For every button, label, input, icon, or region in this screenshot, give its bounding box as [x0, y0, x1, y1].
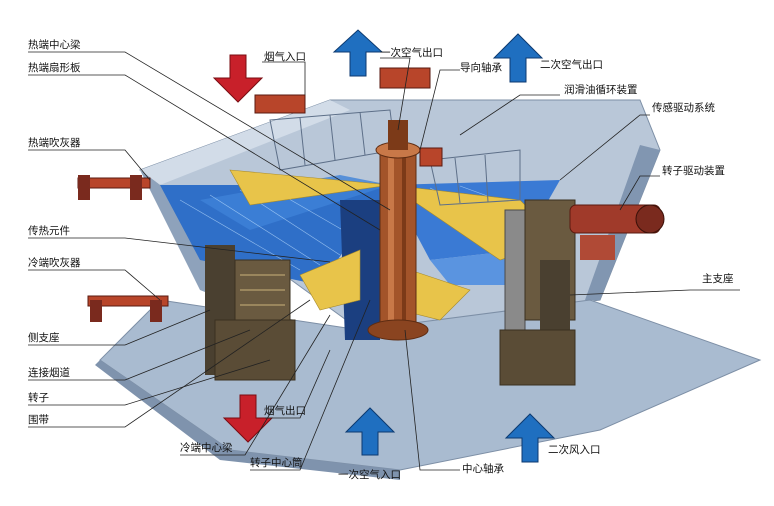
- label-heat-element: 传热元件: [28, 224, 70, 237]
- label-cold-soot-blower: 冷端吹灰器: [28, 256, 81, 269]
- side-support: [205, 245, 296, 381]
- label-flue-gas-inlet: 烟气入口: [264, 50, 306, 63]
- label-rotor-drive-unit: 转子驱动装置: [662, 164, 725, 177]
- label-connecting-duct: 连接烟道: [28, 366, 70, 379]
- label-rotor: 转子: [28, 391, 49, 404]
- label-cold-center-beam: 冷端中心梁: [180, 441, 233, 454]
- label-flue-gas-outlet: 烟气出口: [264, 404, 306, 417]
- main-support: [499, 199, 576, 386]
- label-primary-air-outlet: 一次空气出口: [380, 46, 443, 59]
- label-secondary-air-outlet: 二次空气出口: [540, 58, 603, 71]
- cold-soot-blower: [87, 295, 169, 322]
- label-hot-soot-blower: 热端吹灰器: [28, 136, 81, 149]
- secondary-air-inlet-arrow: [504, 413, 556, 463]
- label-primary-air-inlet: 一次空气入口: [338, 468, 401, 481]
- label-rotor-center-tube: 转子中心筒: [250, 456, 303, 469]
- hot-soot-blower: [77, 175, 151, 200]
- label-girth-band: 围带: [28, 414, 49, 426]
- label-secondary-air-inlet: 二次风入口: [548, 443, 601, 456]
- label-hot-center-beam: 热端中心梁: [28, 38, 81, 51]
- secondary-air-outlet-arrow: [492, 33, 544, 83]
- primary-air-outlet-arrow: [332, 29, 384, 77]
- label-main-support: 主支座: [702, 272, 734, 285]
- primary-air-inlet-arrow: [344, 407, 396, 456]
- label-lube-oil-system: 润滑油循环装置: [564, 83, 638, 96]
- flue-gas-inlet-arrow: [212, 54, 264, 103]
- label-hot-sector-plate: 热端扇形板: [28, 61, 81, 74]
- label-sensor-drive-system: 传感驱动系统: [652, 101, 715, 114]
- rotor-drive-unit: [569, 204, 665, 260]
- label-guide-bearing: 导向轴承: [460, 61, 502, 74]
- label-side-support: 侧支座: [28, 331, 60, 344]
- leader-lines: [28, 51, 740, 471]
- flue-gas-inlet-equipment: [254, 67, 443, 167]
- label-center-bearing: 中心轴承: [462, 462, 504, 475]
- rotor-center-tube: [367, 120, 429, 341]
